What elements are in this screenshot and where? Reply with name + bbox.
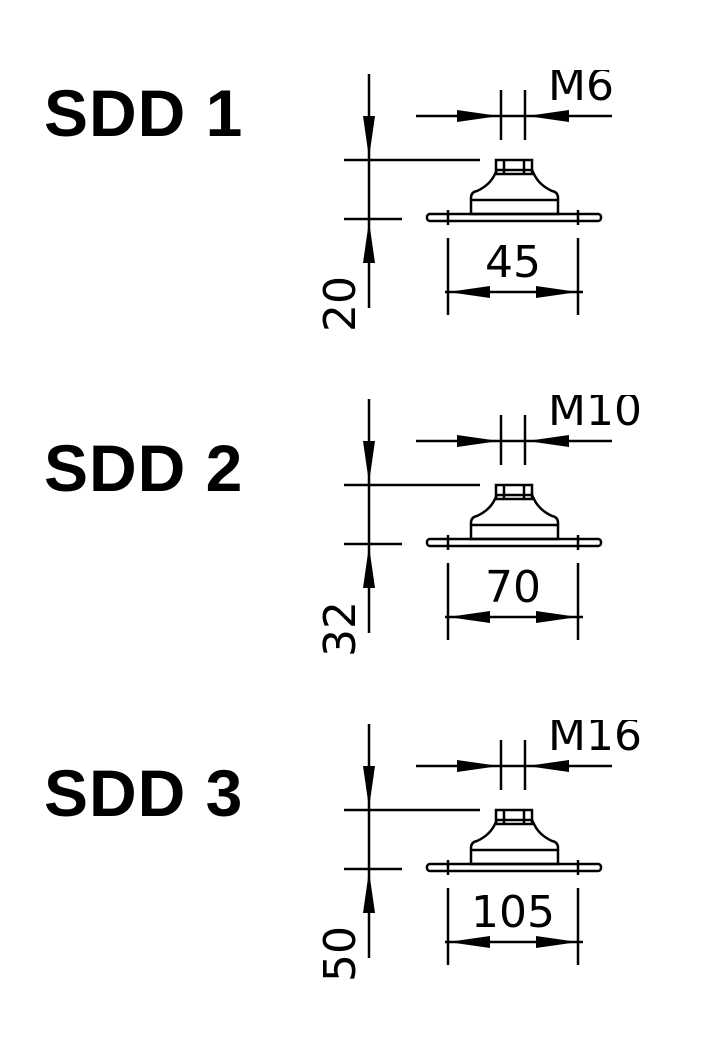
mount-body [469, 493, 560, 541]
mount-drawing: M16 105 50 [315, 720, 642, 982]
arrowheads [363, 435, 578, 623]
variant-title: SDD 2 [44, 431, 244, 505]
height-label: 20 [315, 276, 366, 332]
height-label: 32 [315, 601, 366, 657]
thread-label: M6 [548, 70, 614, 111]
arrowheads [363, 760, 578, 948]
variant-title: SDD 3 [44, 756, 244, 830]
nut [494, 158, 534, 176]
nut [494, 483, 534, 501]
variant-block-1: SDD 1 [0, 70, 705, 400]
mount-body [469, 818, 560, 866]
variant-block-3: SDD 3 [0, 720, 705, 1050]
width-label: 70 [485, 562, 541, 613]
mount-drawing: M6 45 20 [315, 70, 614, 332]
mount-drawing: M10 70 32 [315, 395, 642, 657]
variant-block-2: SDD 2 [0, 395, 705, 725]
variant-title: SDD 1 [44, 76, 244, 150]
mount-body [469, 168, 560, 216]
thread-label: M16 [548, 720, 642, 761]
arrowheads [363, 110, 578, 298]
nut [494, 808, 534, 826]
height-label: 50 [315, 926, 366, 982]
width-label: 45 [485, 237, 541, 288]
width-label: 105 [471, 887, 555, 938]
thread-label: M10 [548, 395, 642, 436]
